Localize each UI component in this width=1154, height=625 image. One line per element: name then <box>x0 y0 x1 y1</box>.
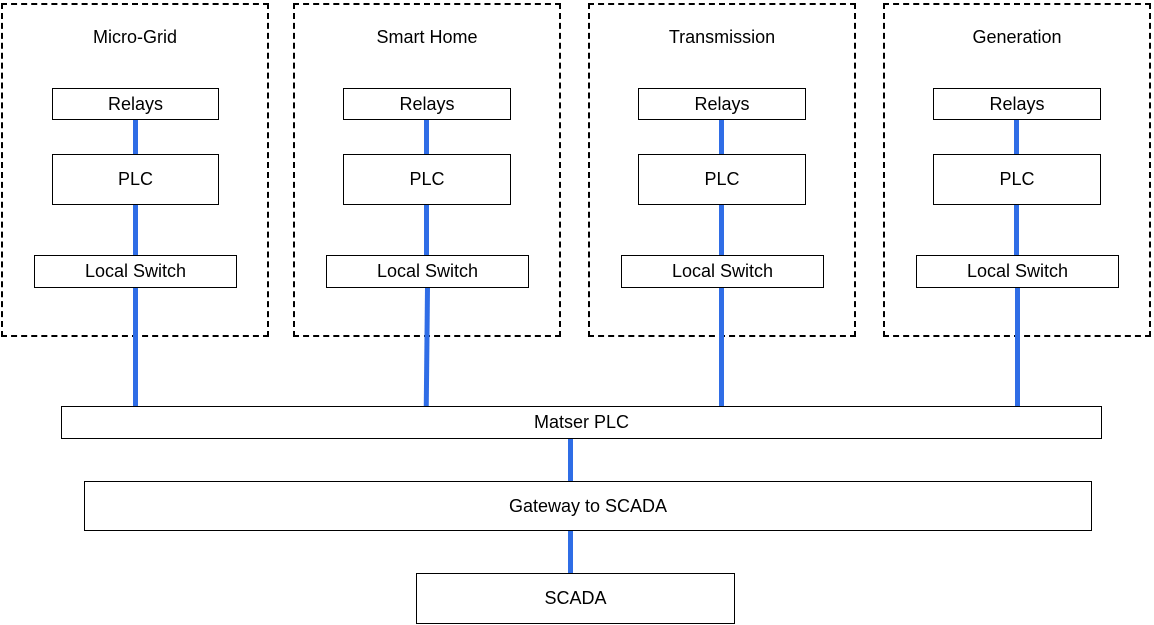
group-title: Smart Home <box>376 27 478 47</box>
link-relays-plc <box>133 120 138 154</box>
link-plc-switch <box>1014 205 1019 255</box>
plc-box: PLC <box>933 154 1101 205</box>
relays-box: Relays <box>343 88 511 120</box>
link-switch-master <box>1015 288 1020 406</box>
link-relays-plc <box>424 120 429 154</box>
relays-box: Relays <box>52 88 219 120</box>
group-title: Generation <box>972 27 1062 47</box>
plc-box: PLC <box>52 154 219 205</box>
link-switch-master <box>719 288 724 406</box>
local-switch-box: Local Switch <box>326 255 529 288</box>
scada-box: SCADA <box>416 573 735 624</box>
relays-box: Relays <box>933 88 1101 120</box>
link-relays-plc <box>719 120 724 154</box>
group-title: Transmission <box>668 27 776 47</box>
link-gateway-scada <box>568 531 573 573</box>
local-switch-box: Local Switch <box>621 255 824 288</box>
link-relays-plc <box>1014 120 1019 154</box>
relays-box: Relays <box>638 88 806 120</box>
link-switch-master <box>423 287 430 407</box>
master-plc-box: Matser PLC <box>61 406 1102 439</box>
group-title: Micro-Grid <box>93 27 177 47</box>
link-master-gateway <box>568 439 573 481</box>
gateway-box: Gateway to SCADA <box>84 481 1092 531</box>
link-switch-master <box>133 288 138 406</box>
local-switch-box: Local Switch <box>34 255 237 288</box>
link-plc-switch <box>424 205 429 255</box>
plc-box: PLC <box>638 154 806 205</box>
link-plc-switch <box>133 205 138 255</box>
plc-box: PLC <box>343 154 511 205</box>
link-plc-switch <box>719 205 724 255</box>
local-switch-box: Local Switch <box>916 255 1119 288</box>
